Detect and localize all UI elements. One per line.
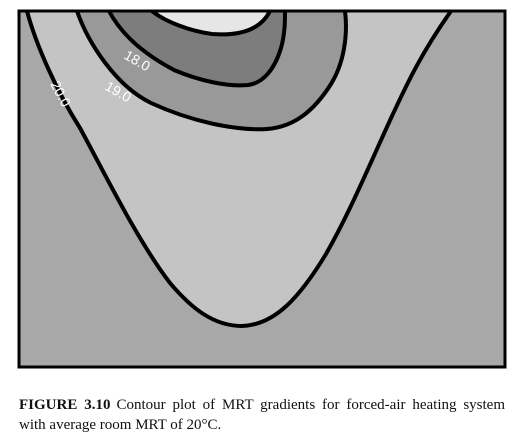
hot-core-region	[152, 11, 270, 35]
plot-frame	[17, 9, 507, 369]
figure-number: FIGURE 3.10	[19, 397, 111, 413]
caption-text: Contour plot of MRT gradients for forced…	[19, 397, 506, 433]
contour-line-19	[75, 11, 348, 132]
contour-line-20	[25, 11, 453, 328]
contour-line-core	[150, 11, 272, 37]
contour-line-18	[107, 11, 287, 88]
